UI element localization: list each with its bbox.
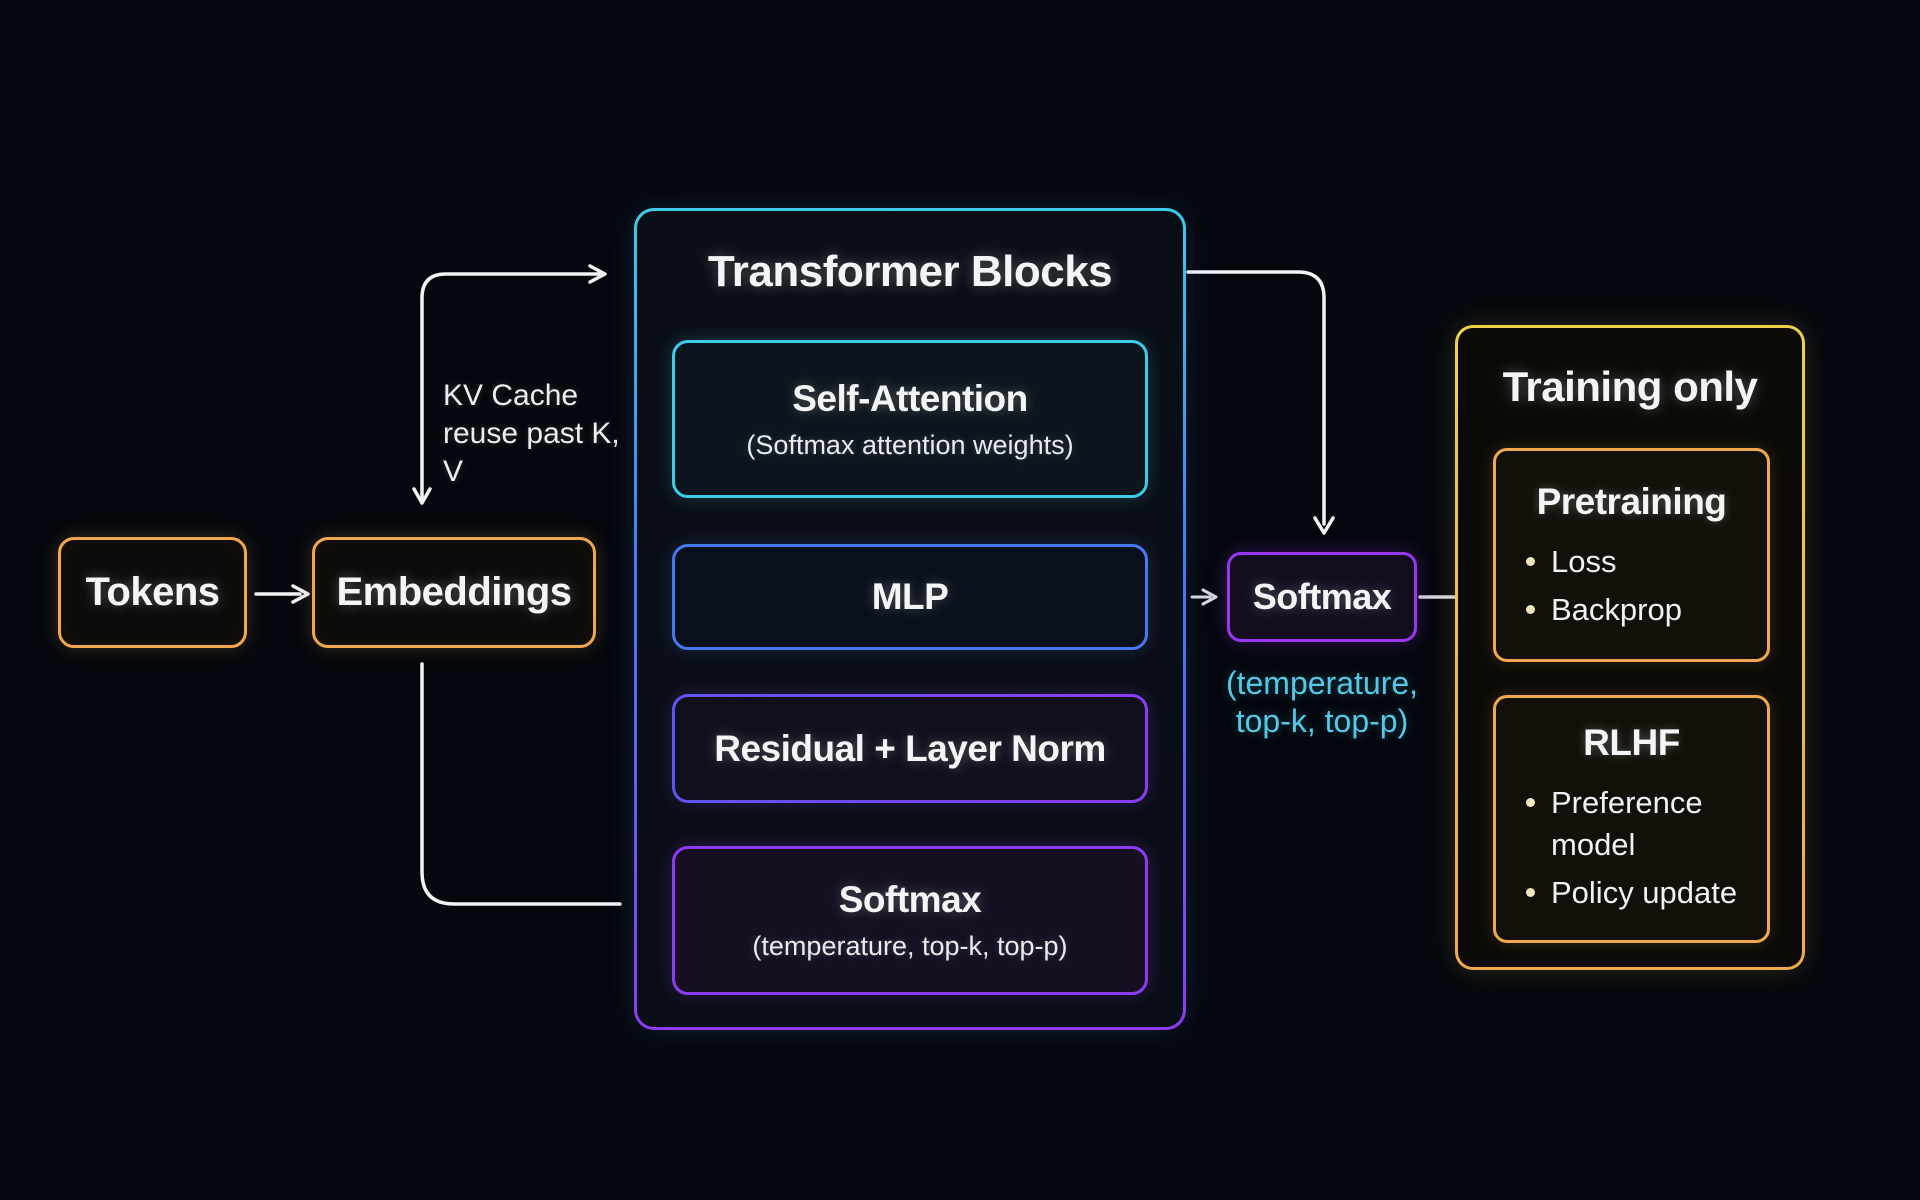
pretraining-bullets: Loss Backprop	[1524, 541, 1739, 631]
node-embeddings: Embeddings	[312, 537, 596, 648]
bullet-dot-icon	[1526, 557, 1535, 566]
softmax-output-label: Softmax	[1252, 576, 1392, 617]
bullet-item: Preference model	[1524, 782, 1739, 866]
rlhf-label: RLHF	[1583, 722, 1680, 763]
arrow-transformer-to-softmax	[1186, 270, 1335, 535]
bullet-item: Loss	[1524, 541, 1739, 583]
bullet-dot-icon	[1526, 888, 1535, 897]
training-only-title: Training only	[1502, 363, 1758, 410]
bullet-text: Loss	[1551, 544, 1617, 579]
embeddings-label: Embeddings	[336, 570, 572, 614]
node-softmax-output: Softmax	[1227, 552, 1417, 642]
softmax-caption-line2: top-k, top-p)	[1235, 703, 1409, 739]
bullet-item: Backprop	[1524, 589, 1739, 631]
node-rlhf: RLHF Preference model Policy update	[1493, 695, 1770, 943]
node-mlp: MLP	[672, 544, 1148, 650]
bullet-dot-icon	[1526, 605, 1535, 614]
node-residual-layernorm: Residual + Layer Norm	[672, 694, 1148, 803]
softmax-internal-label: Softmax	[838, 879, 982, 920]
bullet-item: Policy update	[1524, 872, 1739, 914]
softmax-internal-subtitle: (temperature, top-k, top-p)	[752, 931, 1068, 961]
residual-layernorm-label: Residual + Layer Norm	[714, 727, 1106, 769]
node-tokens: Tokens	[58, 537, 247, 648]
node-self-attention: Self-Attention (Softmax attention weight…	[672, 340, 1148, 498]
transformer-blocks-title: Transformer Blocks	[707, 247, 1113, 296]
softmax-caption-line1: (temperature,	[1225, 665, 1419, 701]
softmax-output-caption: (temperature, top-k, top-p)	[1197, 664, 1447, 740]
pretraining-label: Pretraining	[1536, 481, 1727, 522]
bullet-text: Backprop	[1551, 592, 1682, 627]
self-attention-label: Self-Attention	[792, 377, 1028, 419]
arrow-edge-to-softmax-out	[1190, 588, 1218, 606]
bullet-dot-icon	[1526, 798, 1535, 807]
bullet-text: Preference model	[1551, 785, 1703, 862]
kv-note-line1: KV Cache	[443, 379, 579, 412]
bullet-text: Policy update	[1551, 875, 1738, 910]
node-softmax-internal: Softmax (temperature, top-k, top-p)	[672, 846, 1148, 995]
rlhf-bullets: Preference model Policy update	[1524, 782, 1739, 914]
node-pretraining: Pretraining Loss Backprop	[1493, 448, 1770, 662]
tokens-label: Tokens	[85, 570, 220, 614]
mlp-label: MLP	[871, 576, 949, 617]
kv-note-line2: reuse past K,	[443, 417, 620, 450]
kv-note-line3: V	[443, 455, 464, 488]
self-attention-subtitle: (Softmax attention weights)	[746, 429, 1074, 460]
kv-cache-note: KV Cache reuse past K, V	[443, 377, 663, 491]
arrow-tokens-to-embeddings	[254, 584, 310, 604]
wire-embeddings-bottom-route	[420, 662, 622, 906]
